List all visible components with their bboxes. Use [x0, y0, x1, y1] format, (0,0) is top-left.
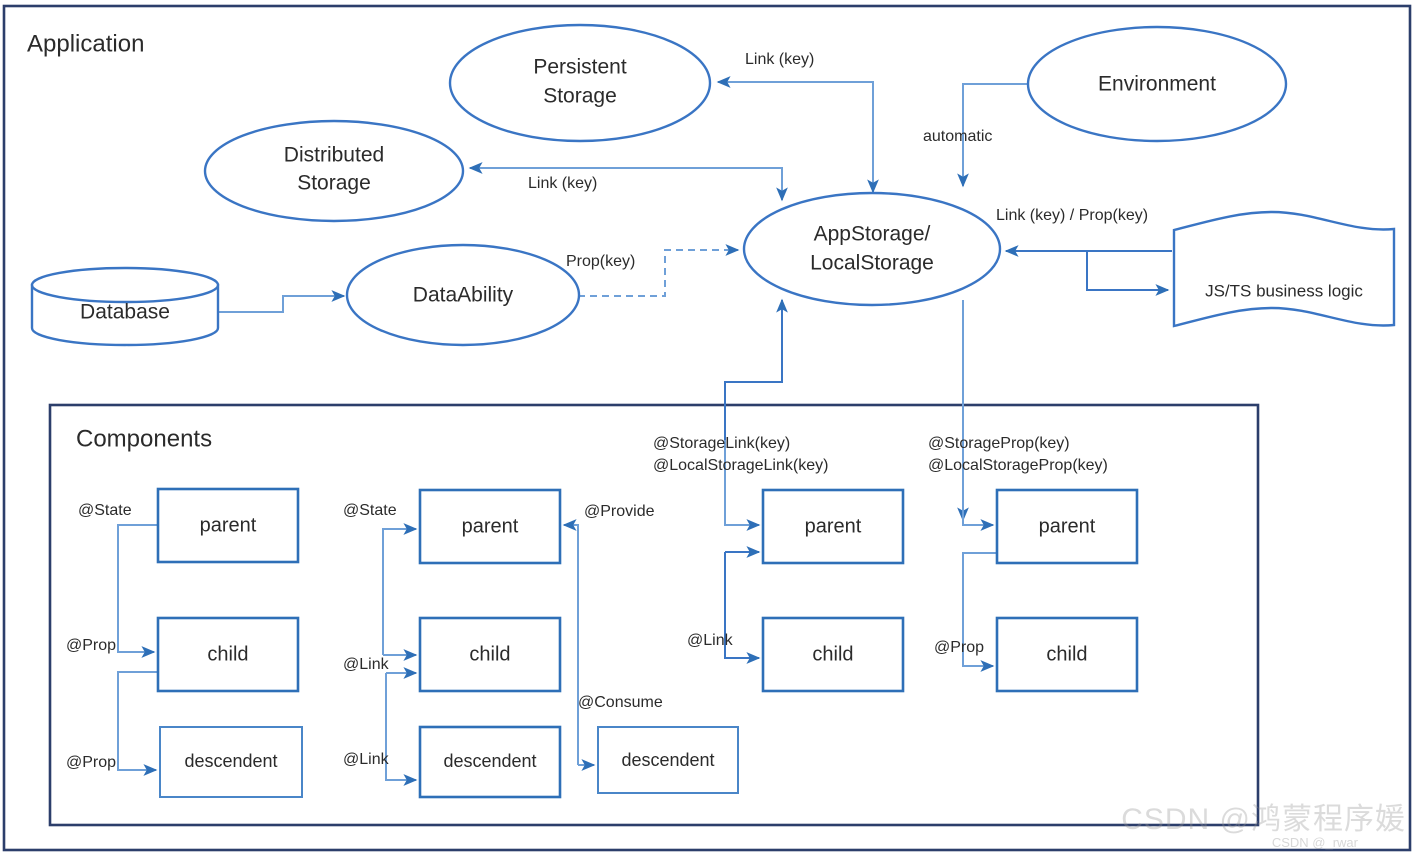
edge-col1-child-to-descendent — [117, 671, 158, 776]
node-dataability — [345, 243, 581, 347]
edge-label-prop-key-dataability: Prop(key) — [566, 253, 635, 270]
edge-dataability-to-appstorage — [578, 244, 740, 297]
comp-label-col5-child: child — [1046, 643, 1087, 665]
database-label: Database — [80, 301, 170, 324]
comp-label-col2-descendent: descendent — [443, 751, 536, 771]
comp-label-col2-parent: parent — [462, 515, 519, 537]
comp-box-col2-parent[interactable] — [418, 488, 562, 565]
comp-label-col1-child: child — [207, 643, 248, 665]
comp-label-col3-descendent: descendent — [621, 750, 714, 770]
edge-col5-prop-to-child — [962, 552, 997, 672]
comp-box-col3-descendent[interactable] — [597, 726, 739, 794]
comp-decorator-col4-link: @Link — [687, 632, 734, 649]
edge-col4-storagelink-to-parent — [724, 440, 761, 531]
node-database — [30, 266, 220, 347]
edge-label-storage-link: @StorageLink(key) — [653, 435, 790, 452]
appstorage-label-line1: AppStorage/ — [814, 223, 931, 246]
edge-label-link-prop-key-js: Link (key) / Prop(key) — [996, 207, 1148, 224]
distributed-storage-label-line2: Storage — [297, 172, 371, 195]
dataability-label: DataAbility — [413, 284, 514, 307]
edge-label-local-storage-prop: @LocalStorageProp(key) — [928, 457, 1108, 474]
comp-label-col5-parent: parent — [1039, 515, 1096, 537]
comp-box-col5-parent[interactable] — [995, 488, 1139, 565]
persistent-storage-label-line1: Persistent — [533, 56, 627, 79]
edge-col1-parent-to-child — [117, 524, 158, 658]
edge-col4-link-to-child — [724, 552, 761, 664]
comp-decorator-col1-state: @State — [78, 502, 132, 519]
edge-label-automatic: automatic — [923, 128, 992, 145]
edge-col3-provide-to-parent — [562, 519, 579, 765]
comp-box-col1-descendent[interactable] — [159, 726, 303, 798]
comp-box-col2-child[interactable] — [418, 616, 562, 693]
comp-decorator-col2-link-2: @Link — [343, 751, 390, 768]
comp-decorator-col3-provide: @Provide — [584, 503, 655, 520]
comp-label-col4-child: child — [812, 643, 853, 665]
edge-col2-state-to-parent — [382, 523, 418, 655]
edge-database-to-dataability — [218, 290, 346, 313]
comp-decorator-col5-prop: @Prop — [934, 639, 984, 656]
node-persistent-storage — [448, 23, 712, 143]
edge-environment-to-appstorage — [957, 83, 1028, 188]
edge-label-link-key-distributed: Link (key) — [528, 175, 597, 192]
comp-box-col5-child[interactable] — [995, 616, 1139, 693]
edge-label-link-key-persistent: Link (key) — [745, 51, 814, 68]
edge-storagelink-to-appstorage — [724, 298, 788, 520]
comp-decorator-col3-consume: @Consume — [578, 694, 663, 711]
edge-js-to-appstorage — [1086, 250, 1172, 296]
comp-decorator-col1-prop-1: @Prop — [66, 637, 116, 654]
edge-col5-storageprop-to-parent — [962, 440, 995, 531]
comp-label-col4-parent: parent — [805, 515, 862, 537]
components-title: Components — [76, 425, 212, 452]
application-frame — [2, 4, 1412, 852]
node-business-logic — [1172, 210, 1396, 328]
node-distributed-storage — [203, 119, 465, 223]
node-appstorage — [742, 191, 1002, 307]
comp-decorator-col1-prop-2: @Prop — [66, 754, 116, 771]
edge-label-storage-prop: @StorageProp(key) — [928, 435, 1070, 452]
comp-box-col4-child[interactable] — [761, 616, 905, 693]
comp-label-col1-descendent: descendent — [184, 751, 277, 771]
comp-label-col1-parent: parent — [200, 514, 257, 536]
comp-box-col2-descendent[interactable] — [418, 725, 562, 799]
edge-col2-link-to-descendent — [385, 673, 418, 786]
comp-decorator-col2-link-1: @Link — [343, 656, 390, 673]
edge-label-local-storage-link: @LocalStorageLink(key) — [653, 457, 828, 474]
edge-appstorage-to-persistent — [716, 76, 874, 186]
comp-decorator-col2-state: @State — [343, 502, 397, 519]
appstorage-label-line2: LocalStorage — [810, 252, 934, 275]
comp-box-col1-child[interactable] — [156, 616, 300, 693]
environment-label: Environment — [1098, 73, 1216, 96]
comp-box-col1-parent[interactable] — [156, 487, 300, 564]
business-logic-label: JS/TS business logic — [1205, 281, 1363, 300]
persistent-storage-label-line2: Storage — [543, 85, 617, 108]
node-environment — [1026, 25, 1288, 143]
comp-label-col2-child: child — [469, 643, 510, 665]
edge-appstorage-to-distributed — [468, 162, 783, 196]
distributed-storage-label-line1: Distributed — [284, 144, 384, 167]
components-frame — [48, 403, 1260, 827]
application-title: Application — [27, 30, 144, 57]
comp-box-col4-parent[interactable] — [761, 488, 905, 565]
